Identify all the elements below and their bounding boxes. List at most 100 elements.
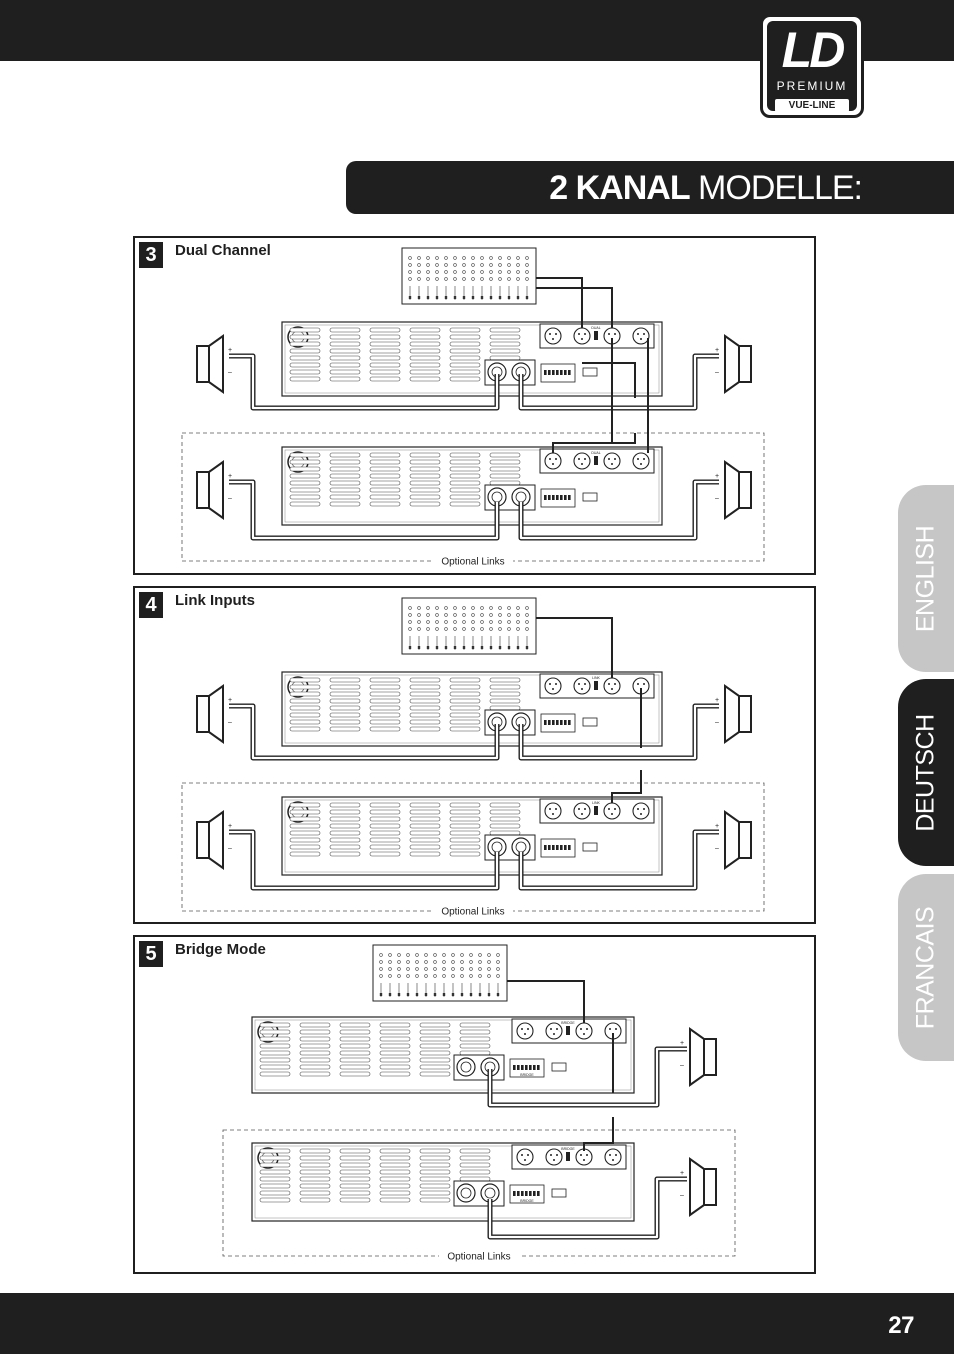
optional-links-label: Optional Links bbox=[441, 907, 504, 918]
xlr-connector-icon bbox=[604, 1148, 622, 1166]
power-socket bbox=[551, 1062, 567, 1072]
section-title-bar: 2 KANAL MODELLE: bbox=[346, 161, 954, 214]
mixer-console bbox=[401, 247, 537, 305]
amplifier: LINK bbox=[281, 671, 663, 747]
xlr-connector-icon bbox=[544, 677, 562, 695]
mode-switch-label: BRIDGE bbox=[561, 1147, 575, 1151]
xlr-connector-icon bbox=[573, 677, 591, 695]
polarity-minus: – bbox=[228, 369, 232, 376]
xlr-connector-icon bbox=[545, 1022, 563, 1040]
optional-links-frame bbox=[222, 1129, 736, 1257]
bridge-label: BRIDGE bbox=[520, 1199, 534, 1203]
speaker-icon: +– bbox=[196, 684, 232, 744]
polarity-minus: – bbox=[228, 845, 232, 852]
xlr-connector-icon bbox=[544, 802, 562, 820]
power-socket bbox=[582, 717, 598, 727]
xlr-connector-icon bbox=[575, 1022, 593, 1040]
amplifier: LINK bbox=[281, 796, 663, 876]
mixer-console bbox=[401, 597, 537, 655]
speakon-output-icon bbox=[456, 1057, 476, 1077]
polarity-plus: + bbox=[228, 347, 232, 354]
mode-switch-label: LINK bbox=[592, 801, 600, 805]
polarity-plus: + bbox=[715, 823, 719, 830]
tab-deutsch[interactable]: DEUTSCH bbox=[898, 679, 954, 866]
xlr-connector-icon bbox=[544, 452, 562, 470]
panel-number: 4 bbox=[139, 592, 163, 618]
mode-switch-label: DUAL bbox=[591, 326, 600, 330]
mode-switch-label: DUAL bbox=[591, 451, 600, 455]
signal-cable bbox=[611, 770, 642, 803]
polarity-minus: – bbox=[715, 369, 719, 376]
polarity-minus: – bbox=[715, 495, 719, 502]
mode-switch bbox=[594, 806, 598, 815]
mode-switch bbox=[594, 456, 598, 465]
page-title: 2 KANAL MODELLE: bbox=[549, 169, 863, 207]
signal-cable bbox=[552, 433, 636, 453]
amplifier: DUAL bbox=[281, 321, 663, 397]
panel-number: 3 bbox=[139, 242, 163, 268]
speaker-icon: +– bbox=[680, 1027, 717, 1087]
xlr-connector-icon bbox=[632, 327, 650, 345]
xlr-connector-icon bbox=[573, 452, 591, 470]
speakon-output-icon bbox=[456, 1183, 476, 1203]
mode-switch bbox=[566, 1152, 570, 1161]
signal-cable bbox=[582, 362, 636, 398]
tab-english[interactable]: ENGLISH bbox=[898, 485, 954, 672]
speaker-icon: +– bbox=[680, 1157, 717, 1217]
panel-title: Bridge Mode bbox=[175, 941, 266, 958]
speaker-icon: +– bbox=[196, 460, 232, 520]
polarity-plus: + bbox=[715, 697, 719, 704]
bottom-bar bbox=[0, 1293, 954, 1354]
polarity-plus: + bbox=[715, 473, 719, 480]
xlr-connector-icon bbox=[545, 1148, 563, 1166]
optional-links-label: Optional Links bbox=[447, 1252, 510, 1263]
xlr-connector-icon bbox=[575, 1148, 593, 1166]
polarity-plus: + bbox=[228, 823, 232, 830]
polarity-plus: + bbox=[680, 1040, 684, 1047]
power-socket bbox=[582, 367, 598, 377]
xlr-connector-icon bbox=[544, 327, 562, 345]
mode-switch-label: LINK bbox=[592, 676, 600, 680]
speaker-icon: +– bbox=[715, 810, 752, 870]
polarity-plus: + bbox=[680, 1170, 684, 1177]
panel-number: 5 bbox=[139, 941, 163, 967]
polarity-minus: – bbox=[228, 719, 232, 726]
xlr-connector-icon bbox=[573, 327, 591, 345]
mode-switch bbox=[594, 681, 598, 690]
speaker-icon: +– bbox=[715, 460, 752, 520]
bridge-mode-diagram: Optional LinksBRIDGEBRIDGEBRIDGEBRIDGE+–… bbox=[222, 944, 736, 1263]
ld-premium-logo: LD PREMIUM VUE-LINE bbox=[760, 14, 864, 118]
tab-francais[interactable]: FRANCAIS bbox=[898, 874, 954, 1061]
speaker-icon: +– bbox=[196, 334, 232, 394]
power-socket bbox=[582, 492, 598, 502]
panel-title: Link Inputs bbox=[175, 592, 255, 609]
amplifier: BRIDGE BRIDGE bbox=[251, 1016, 635, 1094]
panel-title: Dual Channel bbox=[175, 242, 271, 259]
signal-cable bbox=[583, 1117, 614, 1151]
xlr-connector-icon bbox=[516, 1022, 534, 1040]
power-socket bbox=[582, 842, 598, 852]
polarity-minus: – bbox=[228, 495, 232, 502]
speaker-icon: +– bbox=[715, 684, 752, 744]
xlr-connector-icon bbox=[603, 677, 621, 695]
speaker-icon: +– bbox=[196, 810, 232, 870]
xlr-connector-icon bbox=[632, 452, 650, 470]
signal-cable bbox=[536, 287, 613, 328]
polarity-plus: + bbox=[228, 697, 232, 704]
mode-switch-label: BRIDGE bbox=[561, 1021, 575, 1025]
bridge-label: BRIDGE bbox=[520, 1073, 534, 1077]
amplifier: BRIDGE BRIDGE bbox=[251, 1142, 635, 1222]
xlr-connector-icon bbox=[573, 802, 591, 820]
mode-switch bbox=[594, 331, 598, 340]
signal-cable bbox=[536, 617, 613, 678]
xlr-connector-icon bbox=[632, 802, 650, 820]
polarity-minus: – bbox=[715, 845, 719, 852]
polarity-minus: – bbox=[680, 1062, 684, 1069]
signal-cable bbox=[507, 980, 585, 1023]
xlr-connector-icon bbox=[603, 802, 621, 820]
optional-links-label: Optional Links bbox=[441, 557, 504, 568]
mixer-console bbox=[372, 944, 508, 1002]
